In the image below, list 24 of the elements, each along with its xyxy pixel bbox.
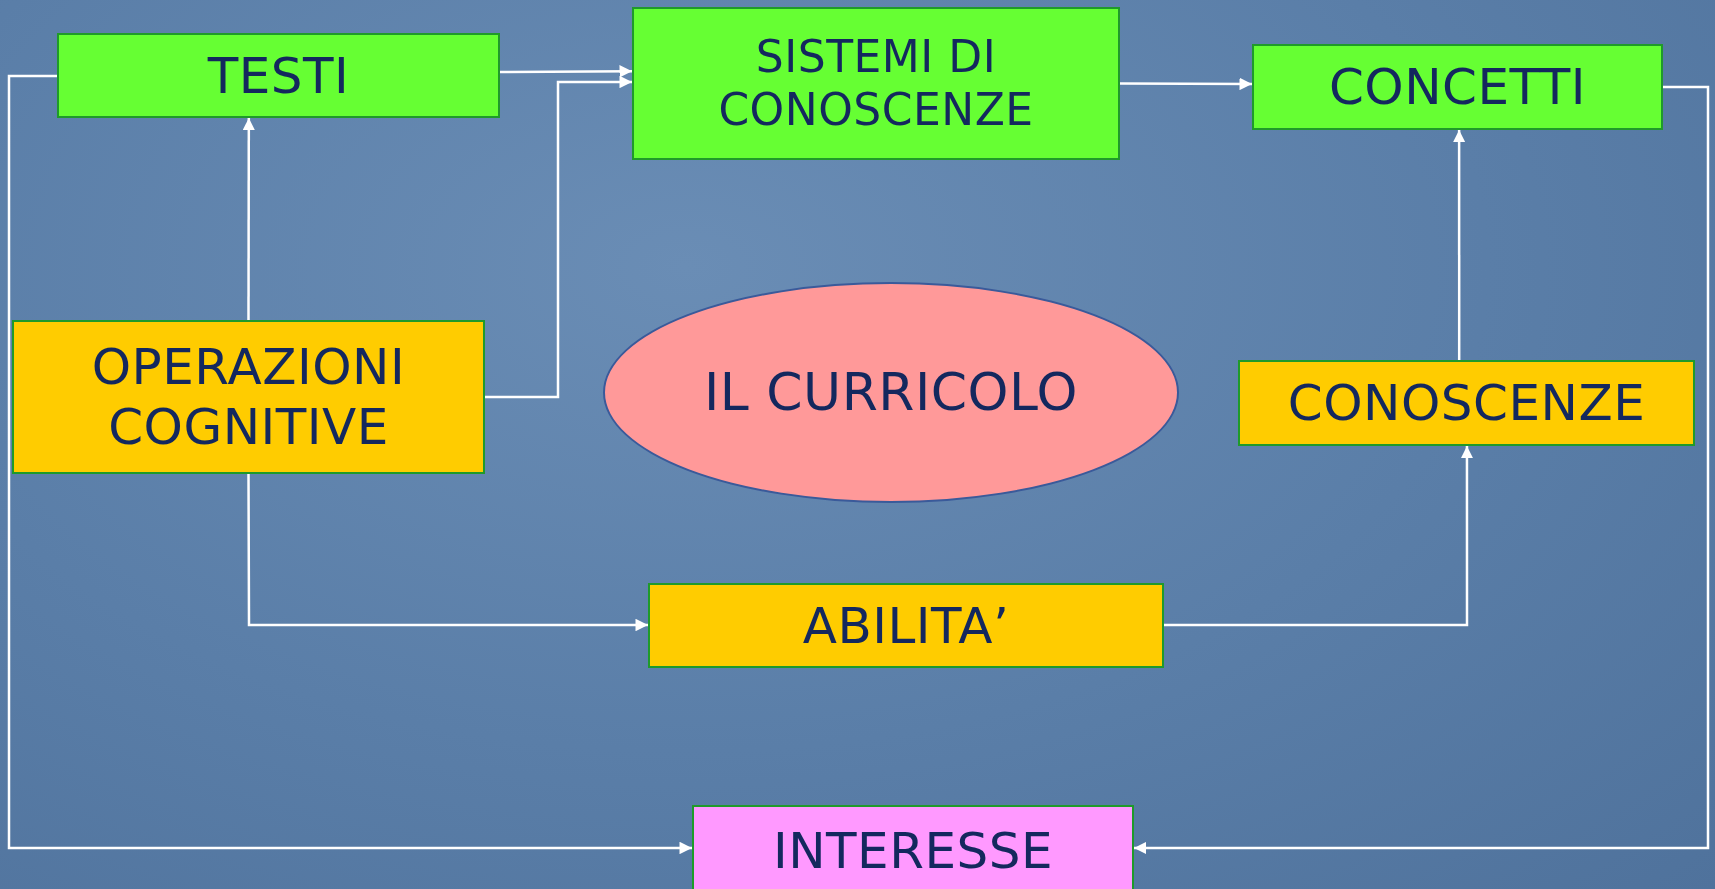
arrow bbox=[500, 65, 632, 78]
node-label: OPERAZIONI COGNITIVE bbox=[90, 337, 407, 457]
process-box bbox=[692, 805, 1134, 889]
arrow bbox=[485, 75, 632, 399]
arrow bbox=[1164, 446, 1474, 627]
process-box bbox=[648, 583, 1164, 668]
arrow bbox=[1120, 77, 1252, 91]
node-label: INTERESSE bbox=[772, 821, 1054, 881]
node-label: CONCETTI bbox=[1328, 57, 1587, 117]
process-box bbox=[632, 7, 1120, 160]
process-box bbox=[57, 33, 500, 118]
node-label: CONOSCENZE bbox=[1287, 373, 1646, 433]
node-label: IL CURRICOLO bbox=[703, 361, 1079, 424]
node-label: TESTI bbox=[207, 45, 350, 106]
arrow bbox=[242, 118, 256, 320]
node-label: SISTEMI DI CONOSCENZE bbox=[717, 30, 1035, 137]
process-box bbox=[1238, 360, 1695, 446]
arrow bbox=[1134, 85, 1710, 855]
arrow bbox=[1452, 130, 1466, 360]
process-box bbox=[12, 320, 485, 474]
node-label: ABILITA’ bbox=[802, 595, 1010, 656]
arrow bbox=[247, 474, 648, 632]
process-box bbox=[1252, 44, 1663, 130]
arrow bbox=[7, 74, 692, 855]
